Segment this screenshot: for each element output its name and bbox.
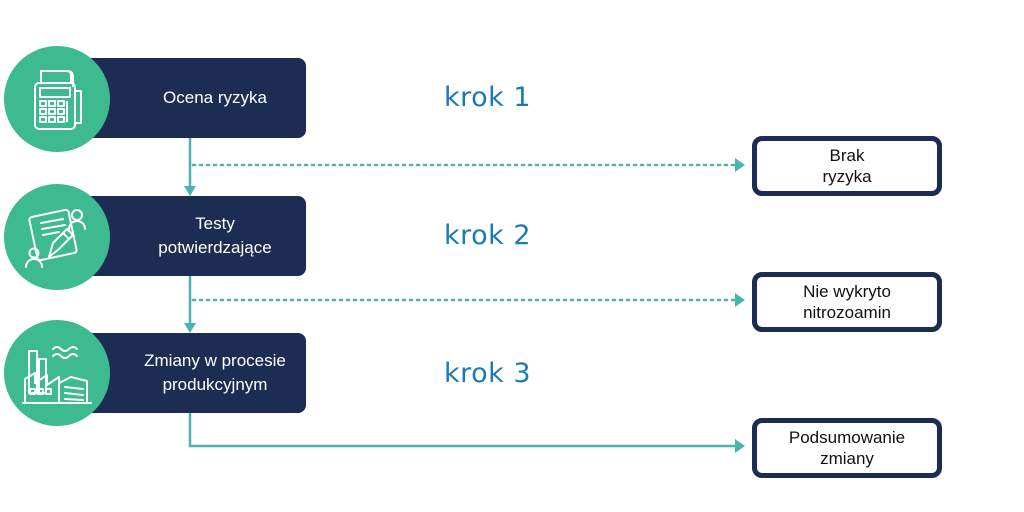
step-box-3: Zmiany w procesie produkcyjnym bbox=[82, 333, 306, 413]
outcome-text-1: Brak ryzyka bbox=[822, 146, 872, 186]
step-title-1: Ocena ryzyka bbox=[163, 88, 267, 107]
outcome-text-2: Nie wykryto nitrozoamin bbox=[803, 282, 891, 322]
arrowhead-step3 bbox=[184, 323, 196, 333]
outcome-text-3: Podsumowanie zmiany bbox=[788, 428, 906, 468]
arrowhead-step2 bbox=[184, 186, 196, 196]
arrowhead-outcome2 bbox=[735, 293, 745, 307]
outcome-box-1: Brak ryzyka bbox=[752, 136, 942, 196]
outcome-box-3: Podsumowanie zmiany bbox=[752, 418, 942, 478]
step-title-3: Zmiany w procesie produkcyjnym bbox=[144, 351, 286, 394]
arrowhead-outcome3 bbox=[735, 439, 745, 453]
step-label-1: krok 1 bbox=[444, 82, 532, 113]
step-label-2: krok 2 bbox=[444, 220, 532, 251]
step-title-2: Testy potwierdzające bbox=[158, 214, 272, 257]
arrowhead-outcome1 bbox=[735, 158, 745, 172]
step-box-2: Testy potwierdzające bbox=[82, 196, 306, 276]
factory-icon bbox=[4, 320, 110, 426]
calculator-receipt-icon bbox=[4, 46, 110, 152]
outcome-box-2: Nie wykryto nitrozoamin bbox=[752, 272, 942, 332]
step-box-1: Ocena ryzyka bbox=[82, 58, 306, 138]
document-signing-icon bbox=[4, 184, 110, 290]
step-label-3: krok 3 bbox=[444, 358, 532, 389]
solid-branch-outcome3 bbox=[188, 413, 737, 448]
